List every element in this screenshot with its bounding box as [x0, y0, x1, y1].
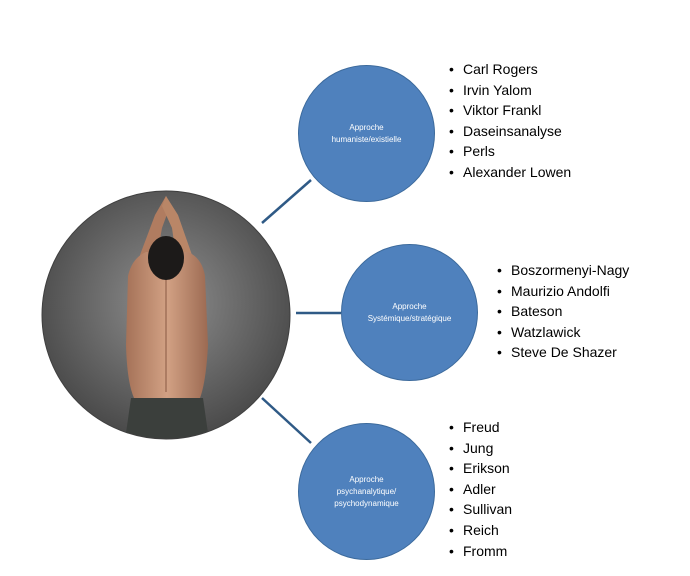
- list-item: Fromm: [449, 541, 512, 562]
- list-item: Jung: [449, 438, 512, 459]
- list-item: Freud: [449, 417, 512, 438]
- approach-label: Approche humaniste/existielle: [331, 122, 402, 144]
- list-item: Sullivan: [449, 499, 512, 520]
- bubble-label-psychanalytique: Approche psychanalytique/ psychodynamiqu…: [298, 423, 435, 560]
- list-item: Bateson: [497, 301, 629, 322]
- list-item: Viktor Frankl: [449, 100, 571, 121]
- list-item: Erikson: [449, 458, 512, 479]
- list-item: Carl Rogers: [449, 59, 571, 80]
- list-item: Watzlawick: [497, 322, 629, 343]
- list-psychanalytique: Freud Jung Erikson Adler Sullivan Reich …: [449, 417, 512, 561]
- list-item: Perls: [449, 141, 571, 162]
- bubble-psychanalytique: [298, 423, 435, 560]
- list-item: Daseinsanalyse: [449, 121, 571, 142]
- approach-label: Approche Systémique/stratégique: [367, 301, 452, 323]
- list-item: Steve De Shazer: [497, 342, 629, 363]
- person-back-raised-arms-photo: [42, 191, 290, 439]
- list-item: Irvin Yalom: [449, 80, 571, 101]
- list-item: Reich: [449, 520, 512, 541]
- list-item: Maurizio Andolfi: [497, 281, 629, 302]
- approach-label: Approche psychanalytique/ psychodynamiqu…: [334, 474, 399, 508]
- list-item: Adler: [449, 479, 512, 500]
- bubble-label-systemique: Approche Systémique/stratégique: [341, 244, 478, 381]
- bubble-label-humaniste: Approche humaniste/existielle: [298, 65, 435, 202]
- connector-line-1: [261, 179, 312, 224]
- bubble-systemique: [341, 244, 478, 381]
- bubble-humaniste: [298, 65, 435, 202]
- list-systemique: Boszormenyi-Nagy Maurizio Andolfi Bateso…: [497, 260, 629, 363]
- list-item: Alexander Lowen: [449, 162, 571, 183]
- list-item: Boszormenyi-Nagy: [497, 260, 629, 281]
- list-humaniste: Carl Rogers Irvin Yalom Viktor Frankl Da…: [449, 59, 571, 183]
- connector-line-3: [261, 397, 312, 444]
